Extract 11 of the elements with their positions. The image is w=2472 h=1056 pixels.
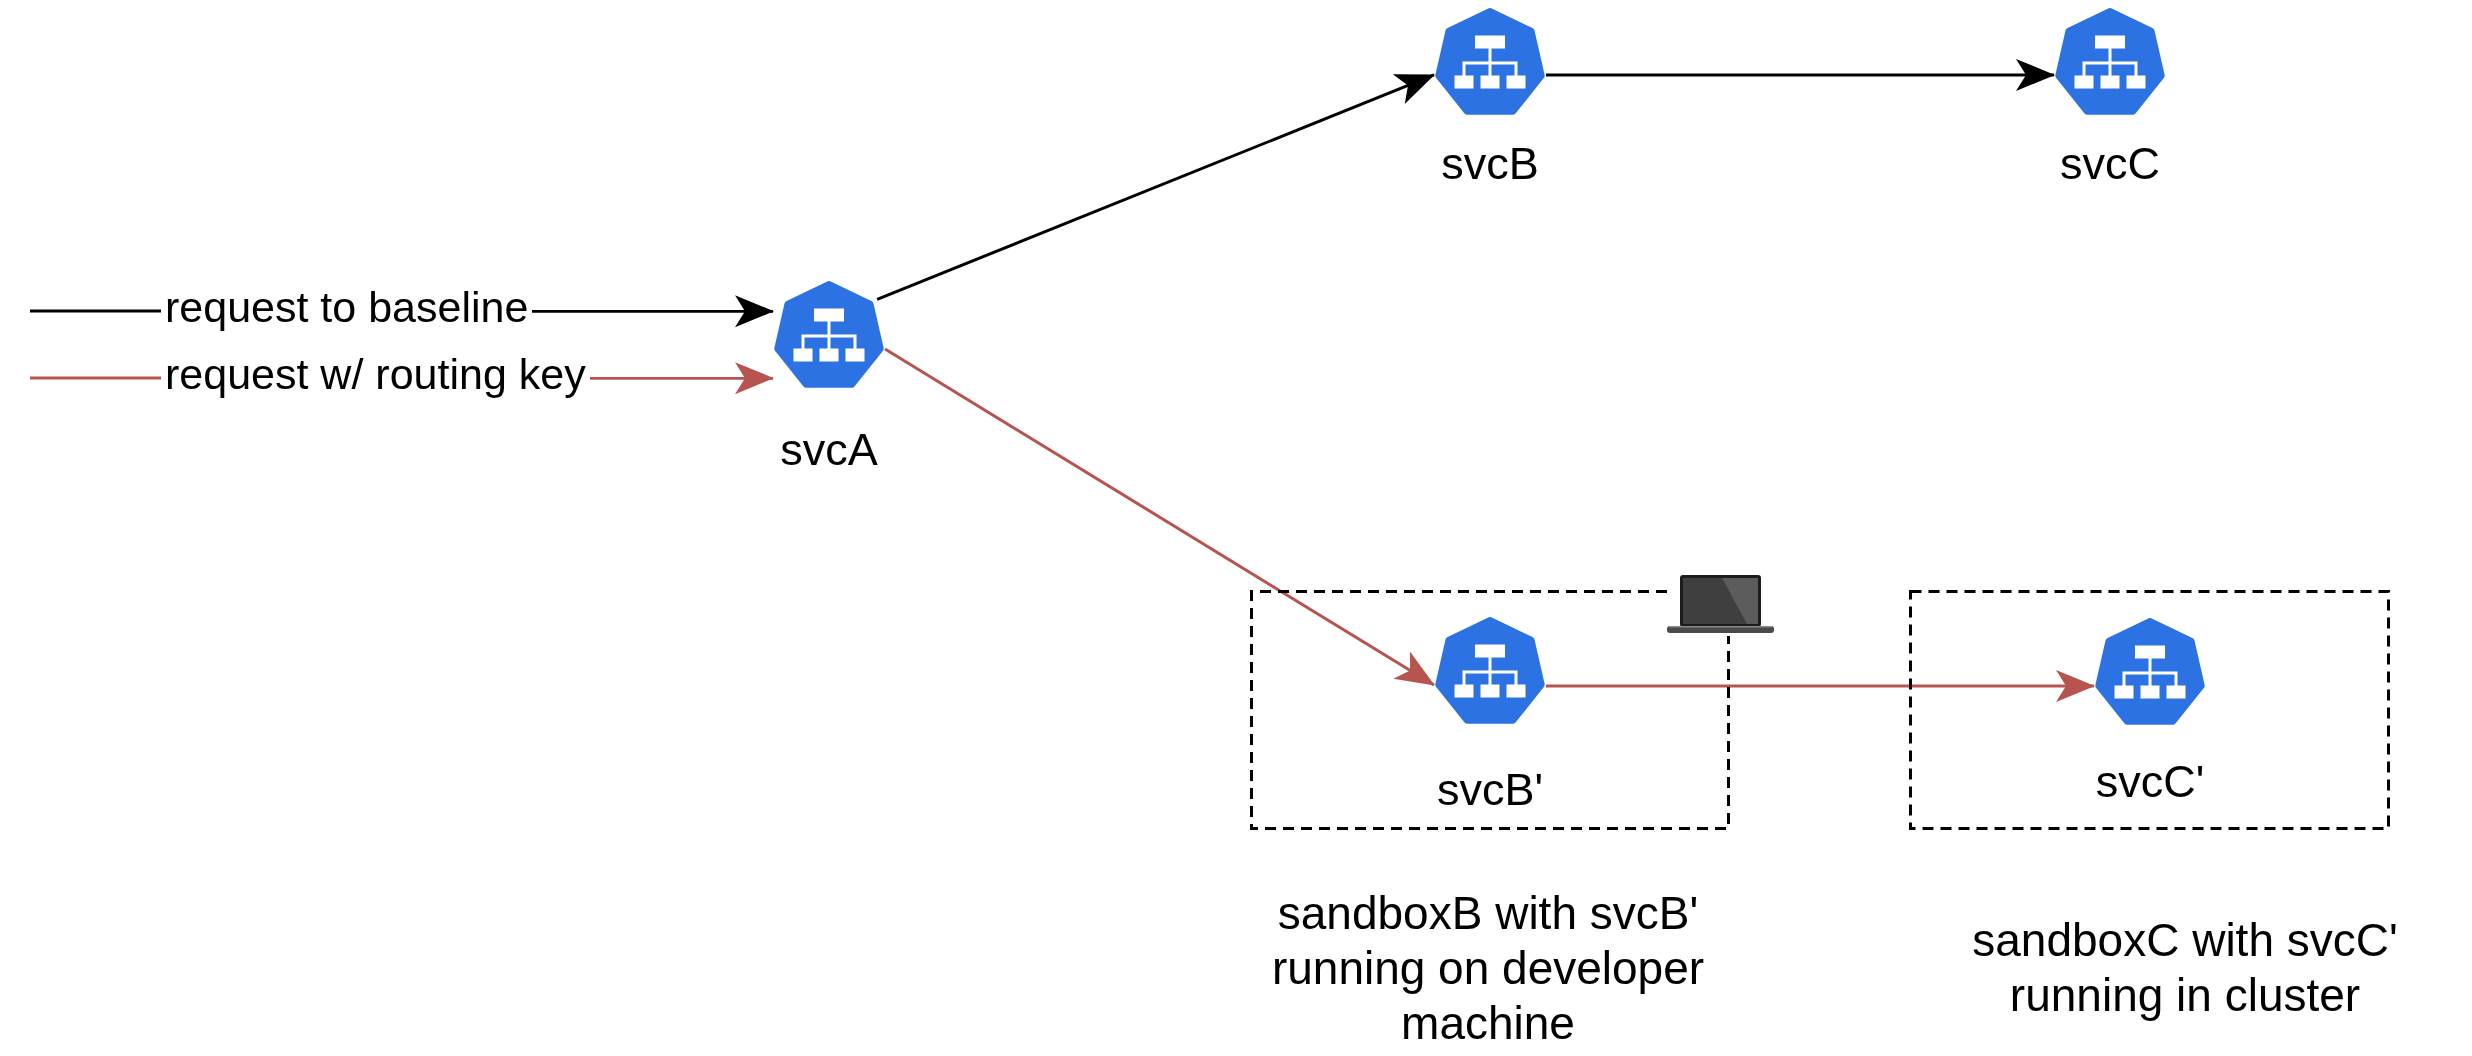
service-label: svcC'	[2095, 757, 2205, 807]
service-label: svcC	[2060, 139, 2160, 189]
arrow	[1546, 670, 2095, 703]
arrow	[884, 347, 1435, 687]
node-label: sandboxB with svcB' running on developer machine	[1270, 886, 1706, 1051]
service-label: svcA	[780, 425, 878, 475]
arrow	[1546, 58, 2055, 91]
service-label: svcB	[1441, 139, 1539, 189]
node-label: sandboxC with svcC' running in cluster	[1971, 913, 2399, 1023]
service-label: svcB'	[1436, 765, 1544, 815]
arrow	[876, 73, 1435, 301]
